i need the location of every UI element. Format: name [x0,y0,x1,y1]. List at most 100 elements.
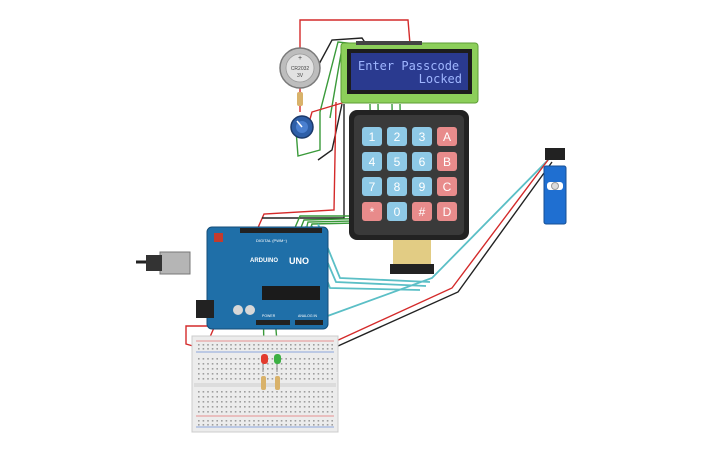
keypad-key-face[interactable] [387,202,407,221]
keypad-key[interactable]: 9 [412,177,432,196]
keypad-key-face[interactable] [387,177,407,196]
breadboard-hole [299,401,301,403]
breadboard-hole [230,373,232,375]
breadboard-hole [198,373,200,375]
keypad-key-face[interactable] [412,177,432,196]
keypad-key[interactable]: 5 [387,152,407,171]
keypad-key[interactable]: * [362,202,382,221]
breadboard-hole [322,344,324,346]
breadboard-hole [303,344,306,346]
breadboard-hole [331,420,333,422]
breadboard-hole [248,420,251,422]
breadboard-hole [326,344,329,346]
coin-cell-resistor [297,92,303,106]
keypad-key-face[interactable] [437,127,457,146]
keypad-key-face[interactable] [362,127,382,146]
keypad-key[interactable]: D [437,202,457,221]
breadboard-hole [221,358,223,360]
breadboard-hole [216,391,218,393]
keypad-key-face[interactable] [412,127,432,146]
breadboard-hole [244,391,246,393]
breadboard-hole [239,358,241,360]
breadboard-hole [303,348,306,350]
breadboard-hole [271,363,274,365]
keypad-key-face[interactable] [387,127,407,146]
wire-red-pot [307,99,353,127]
breadboard-hole [331,344,333,346]
breadboard-hole [221,378,223,380]
breadboard-hole [257,363,260,365]
breadboard-hole [271,401,274,403]
breadboard-hole [239,391,241,393]
breadboard-hole [285,344,287,346]
breadboard-hole [221,396,223,398]
breadboard-hole [230,344,232,346]
breadboard-hole [290,424,292,426]
keypad-key-face[interactable] [412,202,432,221]
breadboard-hole [299,373,301,375]
breadboard-hole [276,424,278,426]
keypad-key-face[interactable] [387,152,407,171]
breadboard-hole [244,424,246,426]
breadboard-hole [280,368,283,370]
breadboard-hole [322,420,324,422]
breadboard-hole [280,391,283,393]
keypad-key-face[interactable] [362,202,382,221]
breadboard-hole [248,344,251,346]
coin-cell-battery: + CR2032 3V [279,47,321,106]
breadboard-hole [262,344,264,346]
breadboard-hole [317,420,320,422]
breadboard-hole [202,363,205,365]
breadboard-hole [317,411,320,413]
breadboard-hole [290,396,292,398]
keypad-key[interactable]: # [412,202,432,221]
breadboard-hole [253,373,255,375]
keypad-key-face[interactable] [437,177,457,196]
keypad-key[interactable]: 8 [387,177,407,196]
breadboard-hole [211,391,214,393]
breadboard-hole [294,358,297,360]
breadboard-hole [202,348,205,350]
keypad-key[interactable]: 2 [387,127,407,146]
breadboard-hole [280,420,283,422]
keypad-key-label: # [419,205,426,219]
wire-teal-servo [321,157,551,319]
breadboard-hole [331,363,333,365]
keypad-key-face[interactable] [437,202,457,221]
breadboard-hole [303,378,306,380]
breadboard-hole [326,396,329,398]
keypad-key[interactable]: 6 [412,152,432,171]
breadboard-hole [308,401,310,403]
breadboard-hole [326,378,329,380]
keypad-key[interactable]: B [437,152,457,171]
breadboard-hole [225,391,228,393]
keypad-key[interactable]: 1 [362,127,382,146]
breadboard-hole [276,373,278,375]
breadboard-hole [331,424,333,426]
keypad-key-face[interactable] [362,177,382,196]
breadboard-hole [244,358,246,360]
keypad-key-face[interactable] [362,152,382,171]
keypad-key-face[interactable] [412,152,432,171]
breadboard-hole [248,358,251,360]
arduino-board: DIGITAL (PWM~) ARDUINO UNO POWER ANALOG … [146,226,329,330]
breadboard-hole [221,420,223,422]
keypad-key[interactable]: A [437,127,457,146]
breadboard-hole [216,396,218,398]
breadboard-hole [290,391,292,393]
breadboard-hole [280,411,283,413]
usb-plug [146,255,162,271]
keypad-key[interactable]: 4 [362,152,382,171]
keypad-key[interactable]: C [437,177,457,196]
breadboard-hole [230,391,232,393]
keypad-key-label: 6 [419,155,426,169]
breadboard-hole [294,348,297,350]
keypad-key[interactable]: 3 [412,127,432,146]
keypad-key[interactable]: 0 [387,202,407,221]
keypad-key[interactable]: 7 [362,177,382,196]
breadboard-hole [317,391,320,393]
keypad-key-face[interactable] [437,152,457,171]
breadboard-hole [262,411,264,413]
breadboard-hole [280,344,283,346]
breadboard-hole [257,344,260,346]
